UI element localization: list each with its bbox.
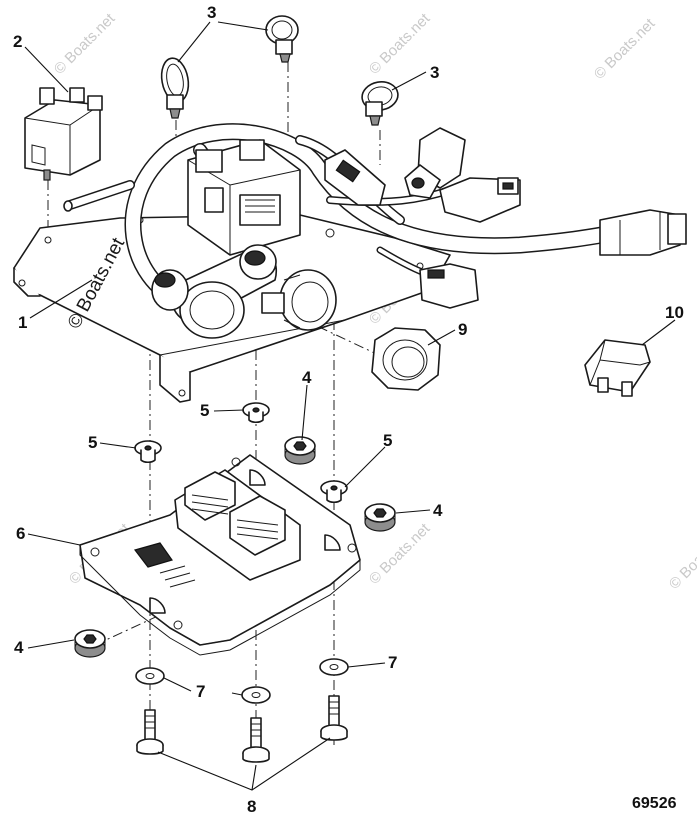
shoulder-washer [242,402,270,424]
watermark-text: © Boats.net [366,10,434,78]
screw [242,717,270,763]
callout-label: 4 [302,368,312,387]
callout-label: 9 [458,320,467,339]
harness-connector-blocks [187,139,301,256]
watermark-text: © Boats.net [591,15,659,83]
callout-label: 2 [13,32,22,51]
screw [320,695,348,741]
shoulder-washers [134,402,348,504]
callout-label: 10 [665,303,684,322]
grommet [364,503,396,532]
engine-control-module [79,454,361,656]
callout-label: 5 [200,401,209,420]
callout-label: 4 [14,638,24,657]
watermark-text: © Boats.net [51,10,119,78]
callout-label: 7 [196,682,205,701]
cable-tie [361,81,399,126]
screw [136,709,164,755]
flat-washers [135,658,349,704]
callout-label: 5 [88,433,97,452]
callout-label: 6 [16,524,25,543]
callout-label: 4 [433,501,443,520]
hex-nut [371,327,441,391]
grommet [74,629,106,658]
cable-tie-clips [160,15,399,126]
cable-tie [160,57,190,119]
relay-module [24,87,103,181]
shoulder-washer [320,480,348,504]
flat-washer [319,658,349,676]
callout-label: 1 [18,313,27,332]
shoulder-washer [134,440,162,464]
round-connectors [151,244,337,339]
callout-label: 3 [207,3,216,22]
callout-label: 3 [430,63,439,82]
callout-labels: 2 3 3 1 4 4 4 5 5 5 6 7 7 8 9 10 [13,3,684,816]
right-harness-connectors [324,127,687,309]
callout-label: 8 [247,797,256,816]
figure-number: 69526 [632,795,677,812]
fuse [584,339,651,397]
grommet [284,436,316,465]
callout-label: 7 [388,653,397,672]
rubber-grommets [74,436,396,658]
flat-washer [241,686,271,704]
cable-tie [265,15,299,63]
watermark-text: © Boats.net [666,525,697,593]
callout-label: 5 [383,431,392,450]
leader-lines [24,21,676,791]
mounting-screws [136,695,348,763]
flat-washer [135,667,165,685]
